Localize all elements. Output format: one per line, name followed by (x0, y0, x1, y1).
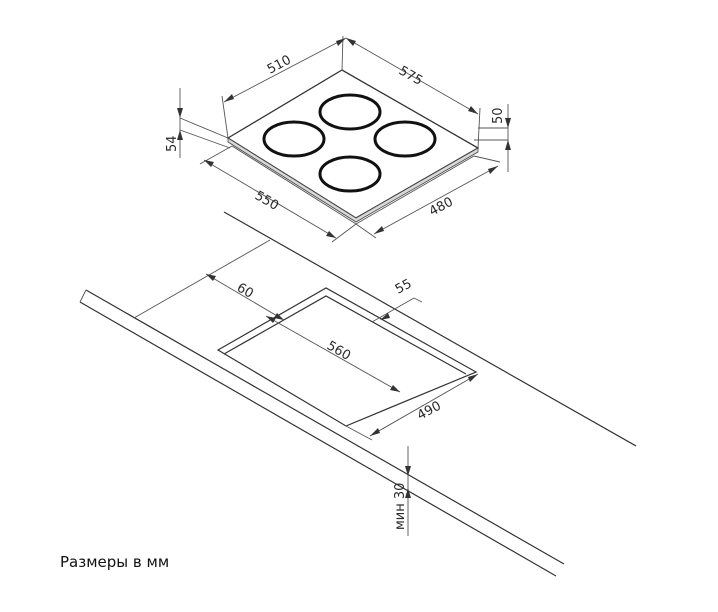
burner-rear (318, 93, 382, 131)
dim-575-label: 575 (396, 63, 425, 88)
dim-min30-label: мин 30 (393, 483, 408, 530)
burner-left (262, 120, 326, 158)
countertop-drawing: 60 55 560 490 мин 30 (79, 211, 637, 577)
dim-480-label: 480 (427, 195, 456, 220)
burner-right (373, 120, 437, 158)
cutout-inner-rim (223, 295, 467, 375)
dim-54: 54 (165, 88, 231, 158)
dim-490-label: 490 (415, 399, 444, 424)
dim-54-label: 54 (165, 135, 180, 152)
countertop-front-bottom-edge (79, 301, 557, 577)
dim-50: 50 (474, 104, 511, 172)
countertop-cutout (216, 287, 478, 427)
countertop-front-top-edge (85, 289, 565, 565)
dim-55: 55 (371, 277, 423, 323)
dim-550-label: 550 (252, 188, 281, 213)
dim-min30: мин 30 (393, 446, 411, 536)
units-caption: Размеры в мм (60, 553, 170, 571)
dim-60: 60 (133, 239, 285, 321)
burner-front (318, 155, 382, 193)
dim-60-label: 60 (234, 280, 256, 301)
hob-drawing: 510 575 54 50 (165, 35, 511, 243)
countertop-back-edge (223, 211, 637, 447)
dim-55-label: 55 (393, 277, 415, 298)
hob-glass-edge (227, 137, 479, 223)
dim-510-label: 510 (265, 53, 294, 78)
dim-50-label: 50 (491, 107, 506, 124)
